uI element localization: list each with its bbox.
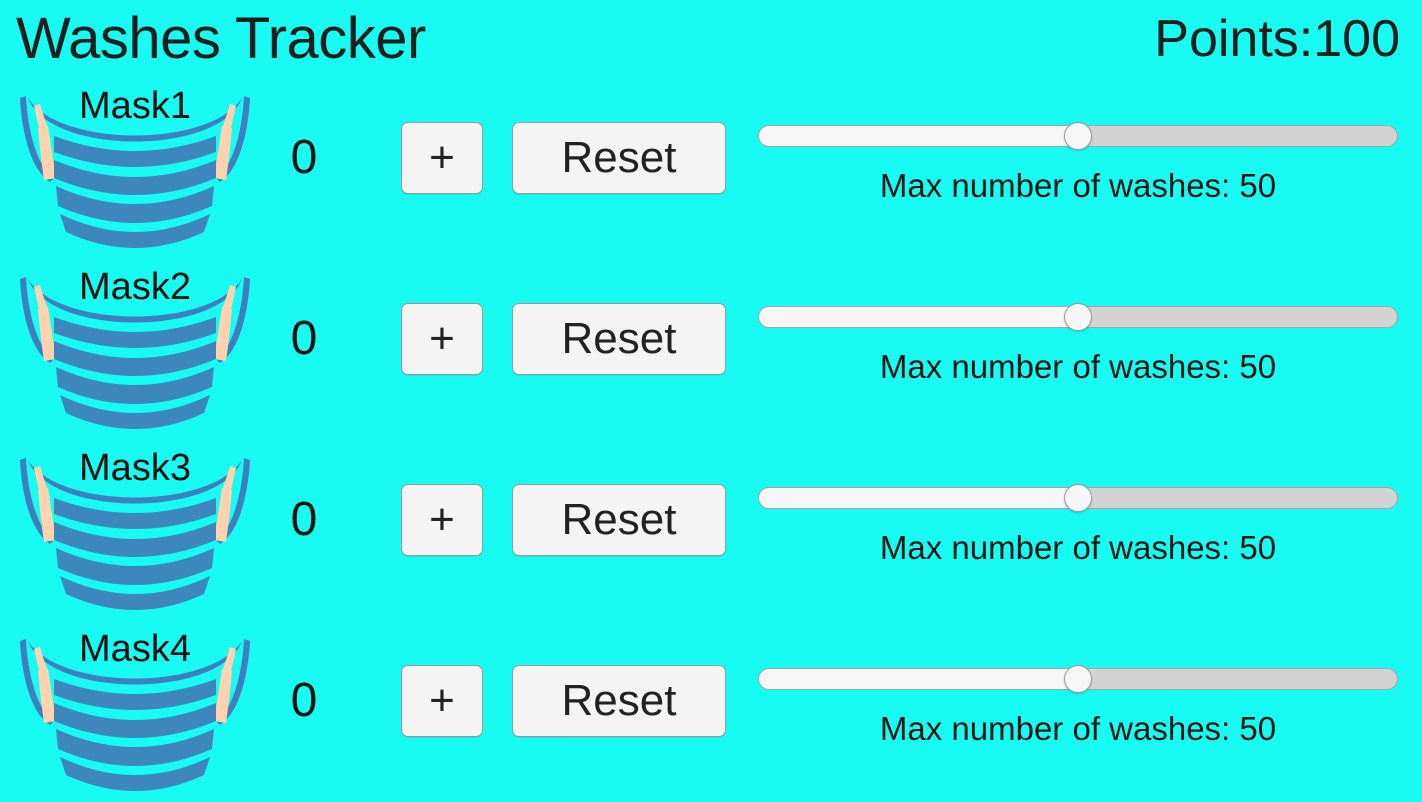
reset-button[interactable]: Reset [512, 665, 726, 737]
max-washes-caption: Max number of washes: 50 [879, 348, 1277, 385]
face-mask-icon [20, 277, 250, 429]
slider-fill [759, 488, 1078, 508]
max-washes-caption: Max number of washes: 50 [879, 529, 1277, 566]
mask-icon-cell: Mask3 [10, 444, 260, 620]
max-washes-slider[interactable] [758, 476, 1398, 524]
reset-button[interactable]: Reset [512, 303, 726, 375]
slider-fill [759, 307, 1078, 327]
increment-button[interactable]: + [401, 303, 483, 375]
mask-row: Mask4 0 + Reset Max number of washes: 50 [0, 621, 1422, 802]
max-washes-slider[interactable] [758, 114, 1398, 162]
max-washes-caption: Max number of washes: 50 [879, 710, 1277, 747]
slider-thumb[interactable] [1064, 665, 1092, 693]
slider-thumb[interactable] [1064, 303, 1092, 331]
reset-button[interactable]: Reset [512, 122, 726, 194]
wash-count: 0 [290, 493, 318, 546]
wash-count: 0 [290, 131, 318, 184]
slider-thumb[interactable] [1064, 484, 1092, 512]
slider-fill [759, 669, 1078, 689]
max-washes-caption: Max number of washes: 50 [879, 167, 1277, 204]
max-washes-slider[interactable] [758, 295, 1398, 343]
mask-icon-cell: Mask1 [10, 82, 260, 258]
slider-thumb[interactable] [1064, 122, 1092, 150]
max-washes-slider[interactable] [758, 657, 1398, 705]
page-title: Washes Tracker [16, 6, 426, 71]
mask-icon-cell: Mask2 [10, 263, 260, 439]
slider-fill [759, 126, 1078, 146]
increment-button[interactable]: + [401, 665, 483, 737]
app-header: Washes Tracker Points:100 [0, 0, 1422, 78]
reset-button[interactable]: Reset [512, 484, 726, 556]
face-mask-icon [20, 458, 250, 610]
wash-count: 0 [290, 312, 318, 365]
mask-row: Mask3 0 + Reset Max number of washes: 50 [0, 440, 1422, 621]
points-display: Points:100 [1154, 10, 1400, 68]
wash-count: 0 [290, 674, 318, 727]
increment-button[interactable]: + [401, 484, 483, 556]
face-mask-icon [20, 639, 250, 791]
face-mask-icon [20, 96, 250, 248]
mask-row: Mask2 0 + Reset Max number of washes: 50 [0, 259, 1422, 440]
mask-row: Mask1 0 + Reset Max number of washes: 50 [0, 78, 1422, 259]
mask-icon-cell: Mask4 [10, 625, 260, 801]
increment-button[interactable]: + [401, 122, 483, 194]
